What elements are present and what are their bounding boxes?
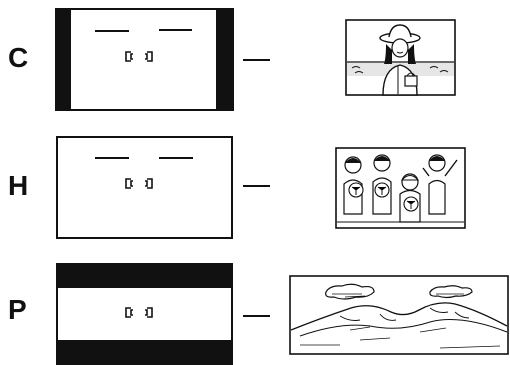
classic-photo-woman-beach bbox=[346, 20, 455, 95]
viewfinder-hdtv bbox=[57, 137, 232, 238]
panoramic-photo-mountains bbox=[290, 276, 508, 354]
hdtv-photo-children-group bbox=[336, 148, 465, 228]
viewfinder-classic bbox=[56, 9, 233, 110]
viewfinder-panoramic bbox=[57, 264, 232, 364]
